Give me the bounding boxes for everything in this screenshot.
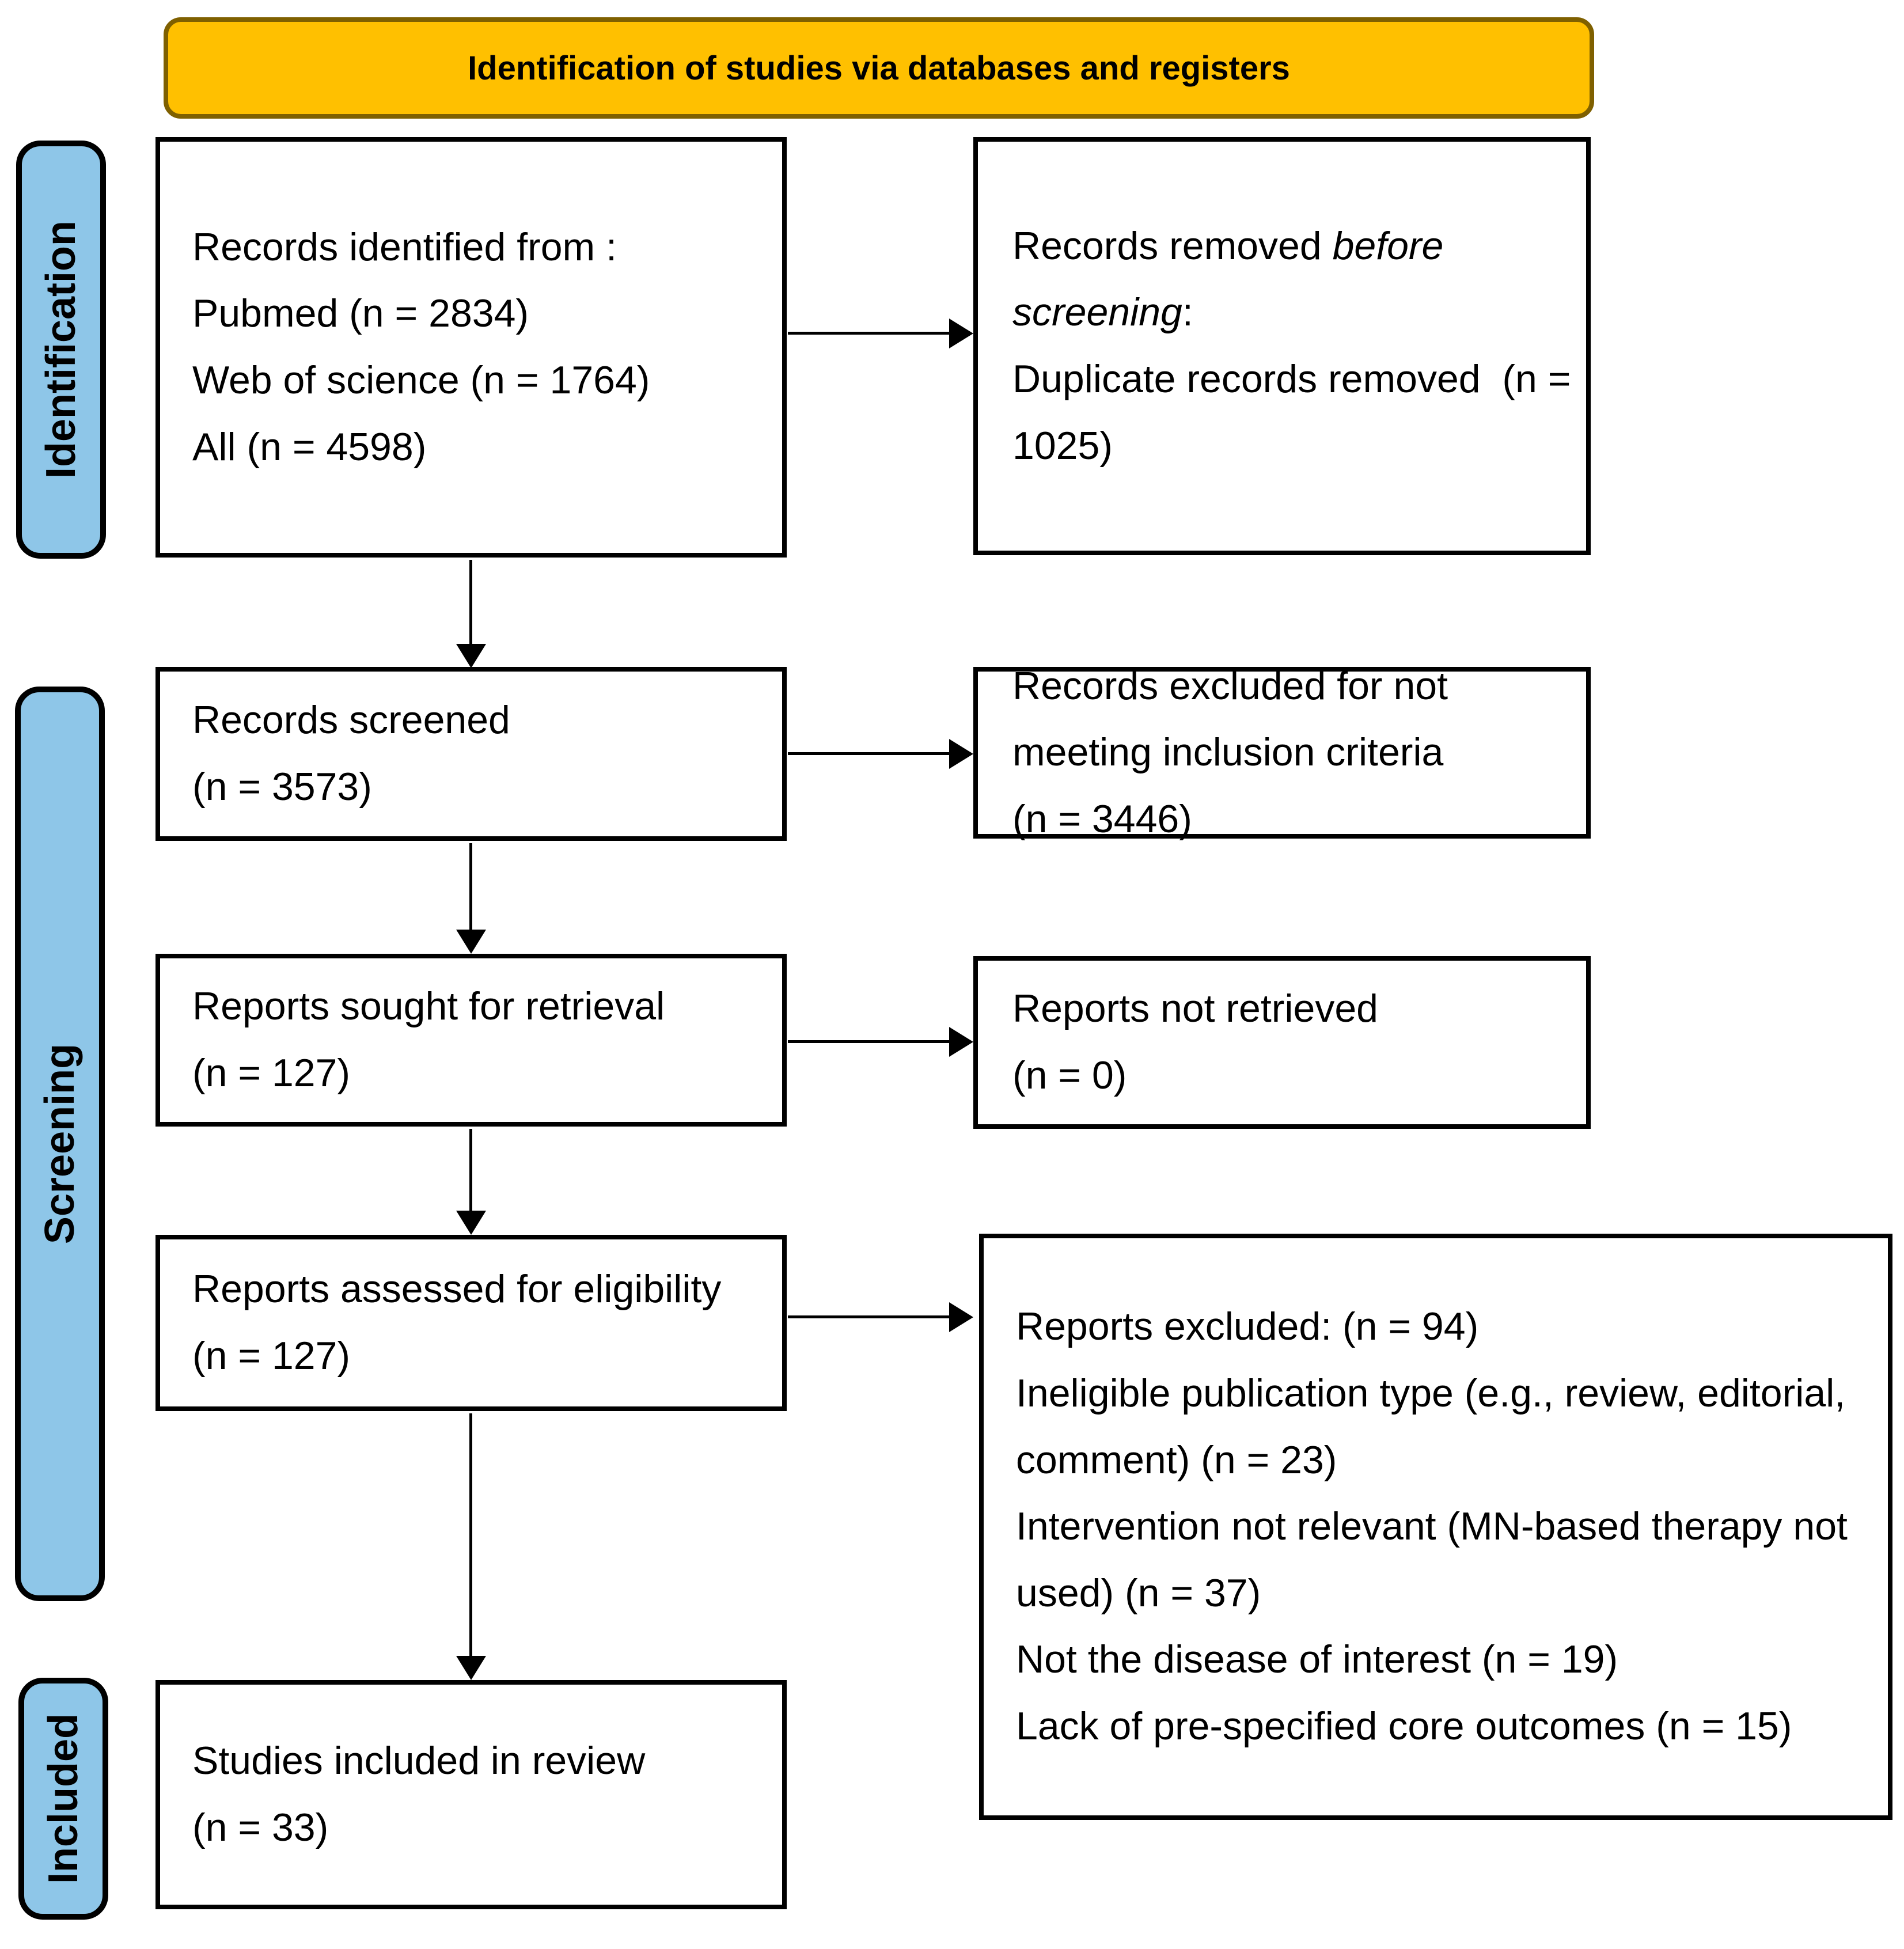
- arrow-assessed-to-included: [456, 1413, 486, 1680]
- arrow-identified-to-screened: [456, 560, 486, 668]
- arrowhead-right-icon: [949, 738, 973, 769]
- box-text-line: (n = 127): [192, 1334, 351, 1378]
- stage-label-identification: Identification: [16, 141, 106, 559]
- arrowhead-right-icon: [949, 1026, 973, 1057]
- box-text-line: Reports not retrieved: [1012, 987, 1378, 1031]
- box-records-identified: Records identified from : Pubmed (n = 283…: [155, 137, 787, 558]
- box-records-removed-before-screening: Records removed before screening: Duplica…: [973, 137, 1591, 555]
- box-text-line: Records identified from :: [192, 225, 617, 269]
- stage-label-screening-text: Screening: [37, 1043, 83, 1245]
- box-text-line: Records screened: [192, 698, 510, 742]
- arrowhead-right-icon: [949, 318, 973, 348]
- box-text-line: (n = 0): [1012, 1053, 1127, 1097]
- box-reports-not-retrieved: Reports not retrieved (n = 0): [973, 956, 1591, 1129]
- box-text-line: Studies included in review: [192, 1739, 646, 1783]
- arrow-identified-to-removed: [788, 318, 973, 348]
- arrow-sought-to-assessed: [456, 1129, 486, 1235]
- box-text-line: (n = 127): [192, 1051, 351, 1095]
- title-banner: Identification of studies via databases …: [164, 17, 1594, 119]
- arrowhead-down-icon: [456, 930, 486, 954]
- box-text-line: (n = 3446): [1012, 797, 1192, 841]
- arrow-assessed-to-excluded-reasons: [788, 1302, 973, 1332]
- arrow-screened-to-sought: [456, 843, 486, 954]
- box-reports-sought-for-retrieval: Reports sought for retrieval (n = 127): [155, 954, 787, 1127]
- box-text-line: Pubmed (n = 2834): [192, 291, 529, 336]
- box-records-screened: Records screened (n = 3573): [155, 667, 787, 841]
- arrow-sought-to-not-retrieved: [788, 1026, 973, 1057]
- box-text-line: Ineligible publication type (e.g., revie…: [1016, 1371, 1857, 1482]
- stage-label-screening: Screening: [15, 687, 105, 1601]
- arrow-screened-to-excluded: [788, 738, 973, 769]
- arrowhead-right-icon: [949, 1302, 973, 1332]
- diagram-title: Identification of studies via databases …: [468, 49, 1290, 87]
- box-text-line: Duplicate records removed (n = 1025): [1012, 357, 1582, 468]
- box-text-line: Reports excluded: (n = 94): [1016, 1305, 1479, 1349]
- box-studies-included-in-review: Studies included in review (n = 33): [155, 1680, 787, 1909]
- box-text-line: Records removed before screening:: [1012, 223, 1455, 335]
- stage-label-identification-text: Identification: [38, 221, 84, 479]
- box-text-line: All (n = 4598): [192, 424, 427, 469]
- box-text-line: Records excluded for not meeting inclusi…: [1012, 663, 1459, 775]
- box-reports-assessed-for-eligibility: Reports assessed for eligibility (n = 127…: [155, 1235, 787, 1411]
- arrowhead-down-icon: [456, 1211, 486, 1235]
- box-text-line: Not the disease of interest (n = 19): [1016, 1637, 1618, 1682]
- box-text-line: Web of science (n = 1764): [192, 358, 650, 402]
- stage-label-included-text: Included: [40, 1713, 87, 1884]
- box-records-excluded: Records excluded for not meeting inclusi…: [973, 664, 1591, 841]
- stage-label-included: Included: [18, 1678, 108, 1920]
- box-text-line: (n = 33): [192, 1806, 329, 1849]
- arrowhead-down-icon: [456, 1656, 486, 1680]
- box-text-line: (n = 3573): [192, 765, 372, 809]
- box-text-line: Lack of pre-specified core outcomes (n =…: [1016, 1704, 1792, 1748]
- arrowhead-down-icon: [456, 644, 486, 668]
- box-text-line: Reports assessed for eligibility: [192, 1267, 722, 1311]
- box-text-line: Reports sought for retrieval: [192, 984, 665, 1029]
- box-reports-excluded-reasons: Reports excluded: (n = 94) Ineligible pub…: [979, 1234, 1892, 1820]
- box-text-line: Intervention not relevant (MN-based ther…: [1016, 1504, 1859, 1615]
